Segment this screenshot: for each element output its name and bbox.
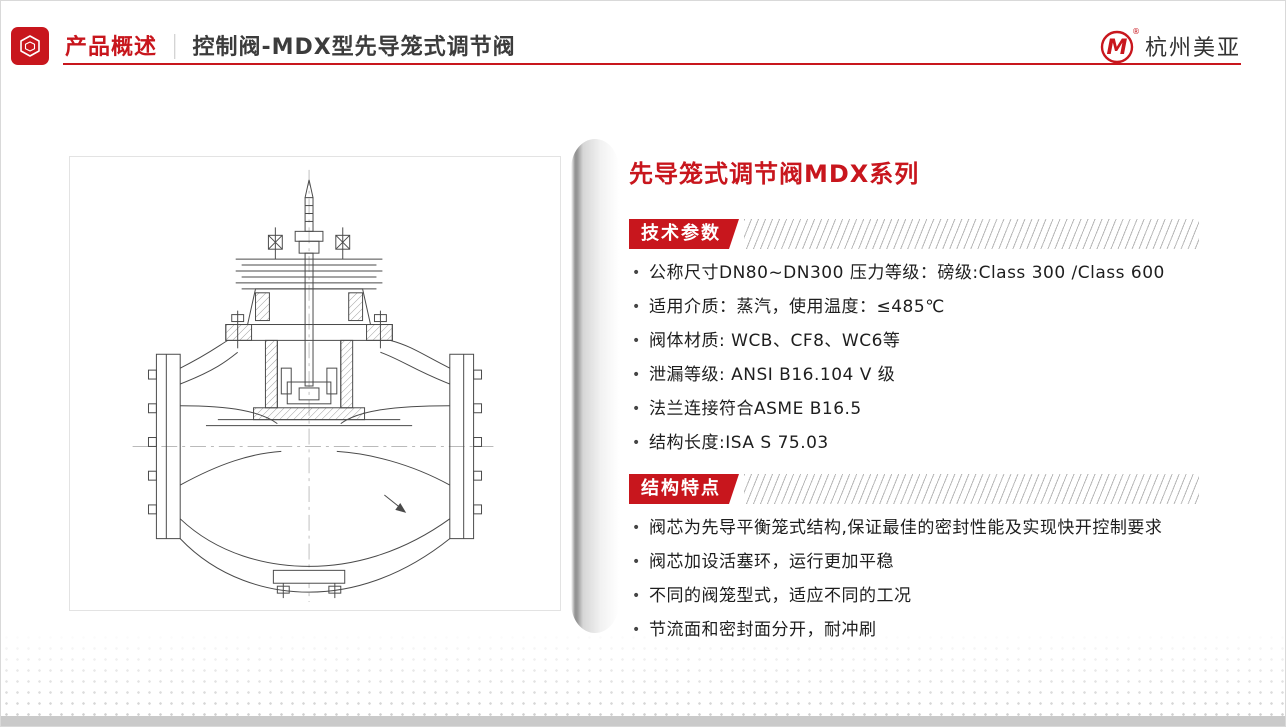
feature-item: 不同的阀笼型式，适应不同的工况	[629, 588, 1241, 606]
bottom-gray-bar	[1, 716, 1285, 726]
spec-item: 公称尺寸DN80~DN300 压力等级：磅级:Class 300 /Class …	[629, 265, 1241, 283]
hatch-stripes	[744, 474, 1199, 504]
info-panel: 先导笼式调节阀MDX系列 技术参数 公称尺寸DN80~DN300 压力等级：磅级…	[629, 159, 1241, 656]
features-list: 阀芯为先导平衡笼式结构,保证最佳的密封性能及实现快开控制要求 阀芯加设活塞环，运…	[629, 520, 1241, 640]
section-label: 产品概述	[65, 35, 158, 60]
header-divider: |	[171, 30, 179, 60]
valve-drawing-frame	[69, 156, 561, 611]
tech-params-list: 公称尺寸DN80~DN300 压力等级：磅级:Class 300 /Class …	[629, 265, 1241, 453]
feature-item: 阀芯为先导平衡笼式结构,保证最佳的密封性能及实现快开控制要求	[629, 520, 1241, 538]
tech-params-badge: 技术参数	[629, 219, 739, 249]
spec-item: 法兰连接符合ASME B16.5	[629, 401, 1241, 419]
valve-cross-section-diagram	[132, 169, 498, 603]
page-title: 控制阀-MDX型先导笼式调节阀	[192, 35, 516, 60]
feature-item: 阀芯加设活塞环，运行更加平稳	[629, 554, 1241, 572]
spec-item: 阀体材质: WCB、CF8、WC6等	[629, 333, 1241, 351]
header-underline	[63, 63, 1241, 65]
logo-letter: M	[1107, 35, 1128, 59]
features-header: 结构特点	[629, 474, 1241, 504]
hatch-stripes	[744, 219, 1199, 249]
spec-item: 适用介质：蒸汽，使用温度：≤485℃	[629, 299, 1241, 317]
spec-item: 结构长度:ISA S 75.03	[629, 435, 1241, 453]
m-circle-logo-icon: M ®	[1100, 27, 1139, 64]
brand-name: 杭州美亚	[1144, 36, 1241, 61]
page-fold-shadow	[571, 139, 619, 633]
series-title: 先导笼式调节阀MDX系列	[629, 160, 920, 188]
feature-item: 节流面和密封面分开，耐冲刷	[629, 622, 1241, 640]
registered-mark: ®	[1132, 27, 1139, 36]
header: 产品概述 | 控制阀-MDX型先导笼式调节阀	[65, 29, 516, 61]
brand: M ® 杭州美亚	[1097, 25, 1241, 67]
tech-params-header: 技术参数	[629, 219, 1241, 249]
box-hexagon-icon	[11, 27, 49, 65]
features-badge: 结构特点	[629, 474, 739, 504]
spec-item: 泄漏等级: ANSI B16.104 V 级	[629, 367, 1241, 385]
